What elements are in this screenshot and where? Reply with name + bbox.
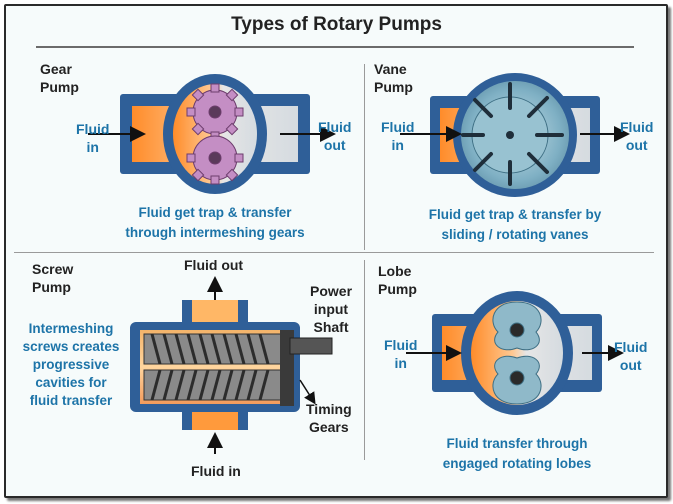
lobe-pump-label: Lobe Pump: [378, 263, 417, 297]
diagram-frame: [4, 4, 668, 498]
vane-blades: [461, 82, 564, 186]
upper-screw: [143, 333, 285, 365]
screw-pump-diagram: [130, 276, 333, 454]
screw-fluid-in-label: Fluid in: [191, 463, 241, 479]
diagram-title: Types of Rotary Pumps: [231, 14, 442, 35]
screw-pump-label: Screw Pump: [32, 261, 74, 295]
power-input-shaft: [289, 337, 333, 355]
lower-gear: [186, 135, 244, 185]
vane-pump-label: Vane Pump: [374, 61, 413, 95]
upper-lobe: [492, 301, 542, 351]
timing-gears-pointer: [299, 379, 316, 405]
upper-gear: [186, 83, 244, 141]
gear-pump-label: Gear Pump: [40, 61, 79, 95]
lower-screw: [143, 369, 285, 401]
screw-fluid-out-label: Fluid out: [184, 257, 244, 273]
lobe-pump-diagram: [406, 291, 624, 415]
screw-description: Intermeshing screws creates progressive …: [22, 321, 120, 408]
gear-pump-diagram: [88, 74, 336, 194]
vertical-divider-bottom: [364, 260, 365, 460]
power-input-label: Power input Shaft: [310, 283, 353, 335]
vertical-divider-top: [364, 64, 365, 250]
title-underline: [36, 46, 634, 48]
timing-gears-label: Timing Gears: [306, 401, 352, 435]
horizontal-divider: [14, 252, 654, 253]
vane-pump-diagram: [400, 73, 630, 197]
lower-lobe: [492, 355, 542, 405]
